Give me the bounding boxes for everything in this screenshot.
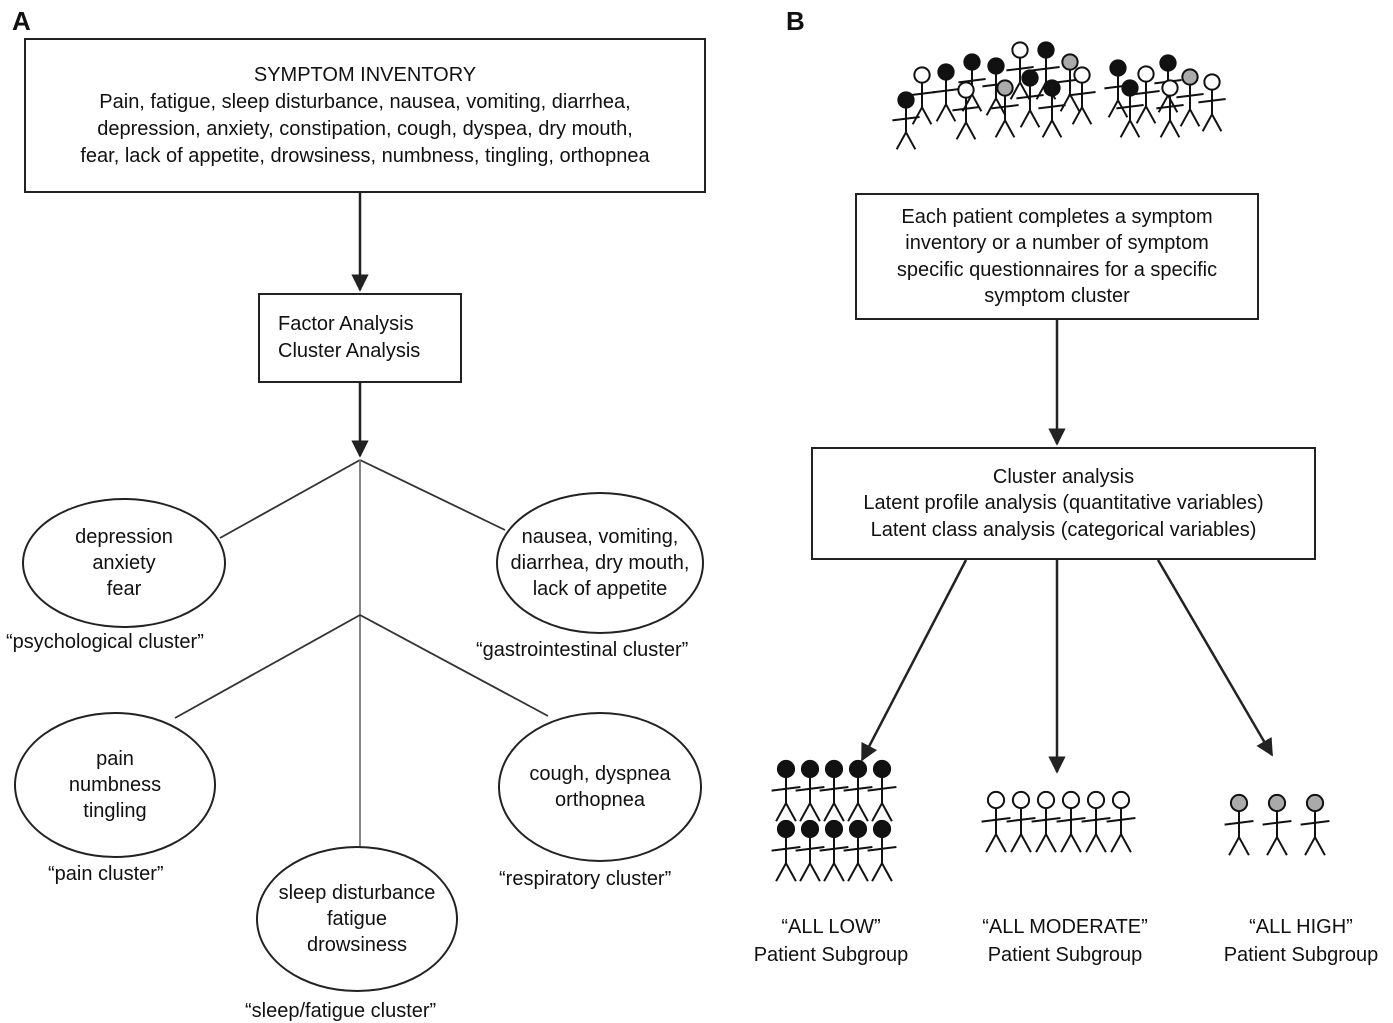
gastrointestinal-item-2: diarrhea, dry mouth, [510,552,690,574]
cluster-analysis-line-3: Latent class analysis (categorical varia… [870,518,1257,541]
subgroup-moderate-sub: Patient Subgroup [987,944,1143,966]
cluster-analysis-line-1: Cluster analysis [992,465,1135,488]
low-group-figure [867,819,897,882]
patients-complete-box: Each patient completes a symptom invento… [855,193,1259,320]
analysis-box: Factor Analysis Cluster Analysis [258,293,462,383]
analysis-line-1: Factor Analysis [278,313,414,335]
symptom-inventory-box: SYMPTOM INVENTORY Pain, fatigue, sleep d… [24,38,706,193]
gastrointestinal-cluster-ellipse: nausea, vomiting, diarrhea, dry mouth, l… [496,492,704,634]
psychological-item-1: depression [75,526,173,548]
crowd-figure [1198,73,1226,132]
moderate-group-figure [1106,790,1136,853]
crowd-figure [991,79,1019,138]
moderate-group-figure [1006,790,1036,853]
subgroup-high-title: “ALL HIGH” [1249,916,1353,938]
subgroup-high-label: “ALL HIGH” Patient Subgroup [1214,913,1388,969]
symptom-inventory-line-1: Pain, fatigue, sleep disturbance, nausea… [99,90,631,113]
low-group-figure [867,759,897,822]
subgroup-low-sub: Patient Subgroup [753,944,909,966]
crowd-figure [1016,69,1044,128]
subgroup-moderate-label: “ALL MODERATE” Patient Subgroup [972,913,1158,969]
subgroup-moderate-title: “ALL MODERATE” [982,916,1148,938]
crowd-figure [1068,66,1096,125]
psychological-cluster-ellipse: depression anxiety fear [22,498,226,628]
low-group-figure [843,819,873,882]
gastrointestinal-cluster-caption: “gastrointestinal cluster” [476,639,689,661]
psychological-item-3: fear [106,578,142,600]
high-group-figure [1262,793,1292,856]
respiratory-item-2: orthopnea [554,789,646,811]
pain-cluster-ellipse: pain numbness tingling [14,712,216,858]
panel-a-label: A [12,6,31,36]
sleep-item-2: fatigue [326,908,388,930]
arrow-to-high [1156,559,1274,757]
crowd-figure [932,63,960,122]
subgroup-low-label: “ALL LOW” Patient Subgroup [744,913,918,969]
respiratory-cluster-ellipse: cough, dyspnea orthopnea [498,712,702,862]
psychological-cluster-caption: “psychological cluster” [6,631,204,653]
crowd-figure [1038,79,1066,138]
sleep-cluster-ellipse: sleep disturbance fatigue drowsiness [256,846,458,992]
sleep-item-1: sleep disturbance [278,882,436,904]
symptom-inventory-title: SYMPTOM INVENTORY [253,63,477,86]
crowd-figure [1176,68,1204,127]
crowd-figure [892,91,920,150]
sleep-cluster-caption: “sleep/fatigue cluster” [245,1000,437,1022]
moderate-group-figure [1081,790,1111,853]
low-group-figure [843,759,873,822]
subgroup-low-title: “ALL LOW” [781,916,881,938]
moderate-group-figure [1031,790,1061,853]
high-group-figure [1300,793,1330,856]
low-group-figure [819,819,849,882]
branch-respiratory [359,614,549,717]
high-group-figure [1224,793,1254,856]
pain-cluster-caption: “pain cluster” [48,863,164,885]
respiratory-item-1: cough, dyspnea [529,763,671,785]
panel-b-label: B [786,6,805,36]
crowd-figure [1156,79,1184,138]
respiratory-cluster-caption: “respiratory cluster” [499,868,672,890]
patients-line-2: inventory or a number of symptom [905,232,1209,254]
branch-pain [174,614,361,719]
moderate-group-figure [981,790,1011,853]
pain-item-1: pain [96,748,134,770]
low-group-figure [771,819,801,882]
psychological-item-2: anxiety [92,552,156,574]
branch-psychological [219,459,361,539]
arrow-to-low [860,559,968,762]
low-group-figure [819,759,849,822]
pain-item-3: tingling [83,800,147,822]
gastrointestinal-item-3: lack of appetite [532,578,668,600]
symptom-inventory-line-3: fear, lack of appetite, drowsiness, numb… [80,144,650,167]
crowd-figure [1132,65,1160,124]
sleep-item-3: drowsiness [306,934,408,956]
crowd-figure [1056,53,1084,112]
crowd-figure [1116,79,1144,138]
subgroup-high-sub: Patient Subgroup [1223,944,1379,966]
symptom-inventory-line-2: depression, anxiety, constipation, cough… [97,117,633,140]
low-group-figure [795,819,825,882]
low-group-figure [795,759,825,822]
low-group-figure [771,759,801,822]
pain-item-2: numbness [68,774,162,796]
patients-line-3: specific questionnaires for a specific [896,258,1218,281]
moderate-group-figure [1056,790,1086,853]
patients-line-1: Each patient completes a symptom [901,205,1213,228]
patients-line-4: symptom cluster [984,285,1130,307]
branch-gastrointestinal [359,459,506,531]
cluster-analysis-line-2: Latent profile analysis (quantitative va… [863,492,1264,515]
analysis-line-2: Cluster Analysis [278,340,421,362]
crowd-figure [952,81,980,140]
cluster-analysis-box: Cluster analysis Latent profile analysis… [811,447,1316,560]
gastrointestinal-item-1: nausea, vomiting, [521,526,679,548]
crowd-figure [1104,59,1132,118]
